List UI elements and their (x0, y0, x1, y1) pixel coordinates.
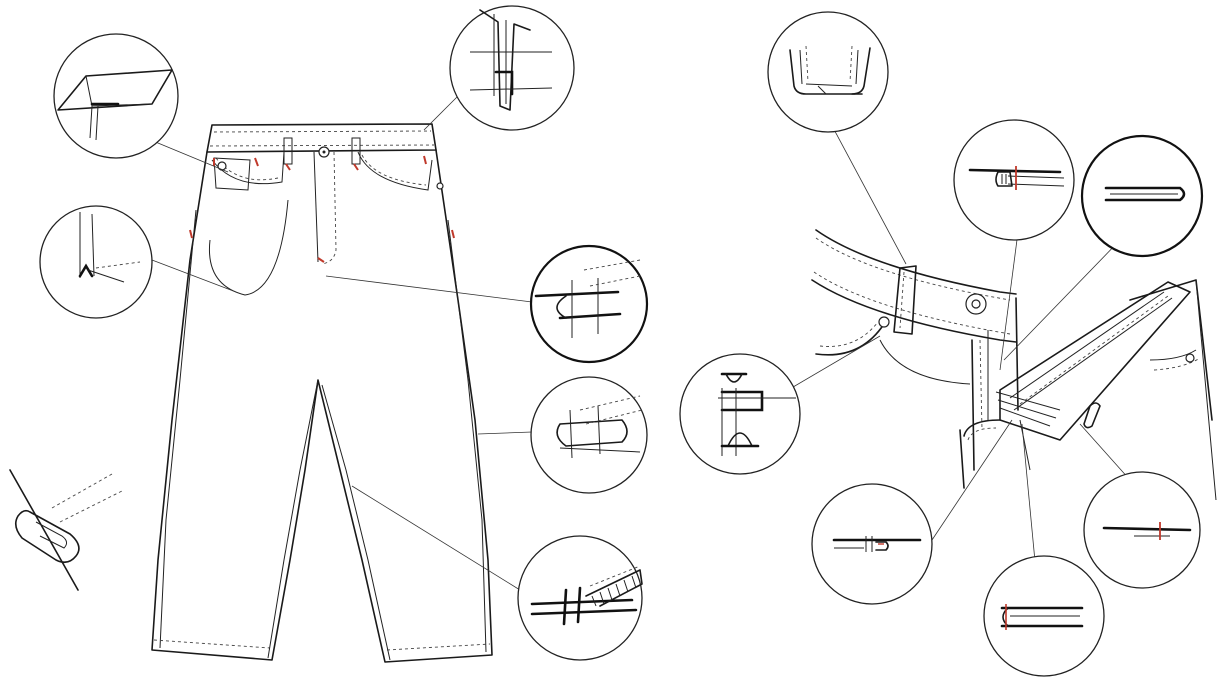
detail-circle-r4 (679, 353, 801, 475)
detail-inseam (530, 376, 648, 494)
detail-fly-j-stitch (1080, 134, 1204, 258)
detail-front-seam (529, 244, 649, 364)
jeans-outline (151, 149, 493, 663)
bartack-accents (189, 155, 455, 263)
detail-circle-2 (39, 205, 153, 319)
detail-hem (517, 535, 643, 661)
detail-circle-1 (53, 33, 179, 159)
detail-circle-5 (530, 376, 648, 494)
detail-buttonhole-seam (1083, 471, 1201, 589)
closeup-fly-flap (999, 281, 1191, 441)
belt-loop-left (283, 137, 293, 165)
waistband-fly-closeup (811, 229, 1217, 501)
fly-center-line (313, 151, 319, 263)
detail-belt-loop-edge (767, 11, 889, 133)
detail-waistband-facing (679, 353, 801, 475)
rivet-left (217, 161, 227, 171)
closeup-buttonhole (1083, 402, 1101, 429)
closeup-waistband-bottom (811, 279, 1017, 343)
jeans-front-view (151, 123, 493, 663)
detail-bartack-fly-base (811, 483, 933, 605)
fly-j-stitch (321, 151, 337, 265)
closeup-right-rivet (1185, 353, 1195, 363)
left-leader-lines (109, 93, 533, 591)
coin-pocket (213, 157, 251, 191)
detail-yoke-lap-seam (53, 33, 179, 159)
right-leader-lines (787, 121, 1131, 573)
belt-loop-right (351, 137, 361, 165)
detail-angled-felled-seam (9, 469, 125, 591)
detail-circle-4 (529, 244, 649, 364)
detail-circle-r1 (767, 11, 889, 133)
closeup-belt-loop (893, 265, 917, 335)
detail-circle-r2 (953, 119, 1075, 241)
detail-circle-r3 (1080, 134, 1204, 258)
closeup-waistband-top (815, 229, 1017, 295)
detail-rivet-stitch (953, 119, 1075, 241)
detail-fly-shield-topstitch (983, 555, 1105, 677)
closeup-pocket-rivet (878, 316, 890, 328)
closeup-fly-edge (971, 339, 975, 471)
rivet-right (436, 182, 444, 190)
detail-waistband-fold (449, 5, 575, 131)
right-front-pocket (357, 151, 433, 191)
detail-side-seam (39, 205, 153, 319)
